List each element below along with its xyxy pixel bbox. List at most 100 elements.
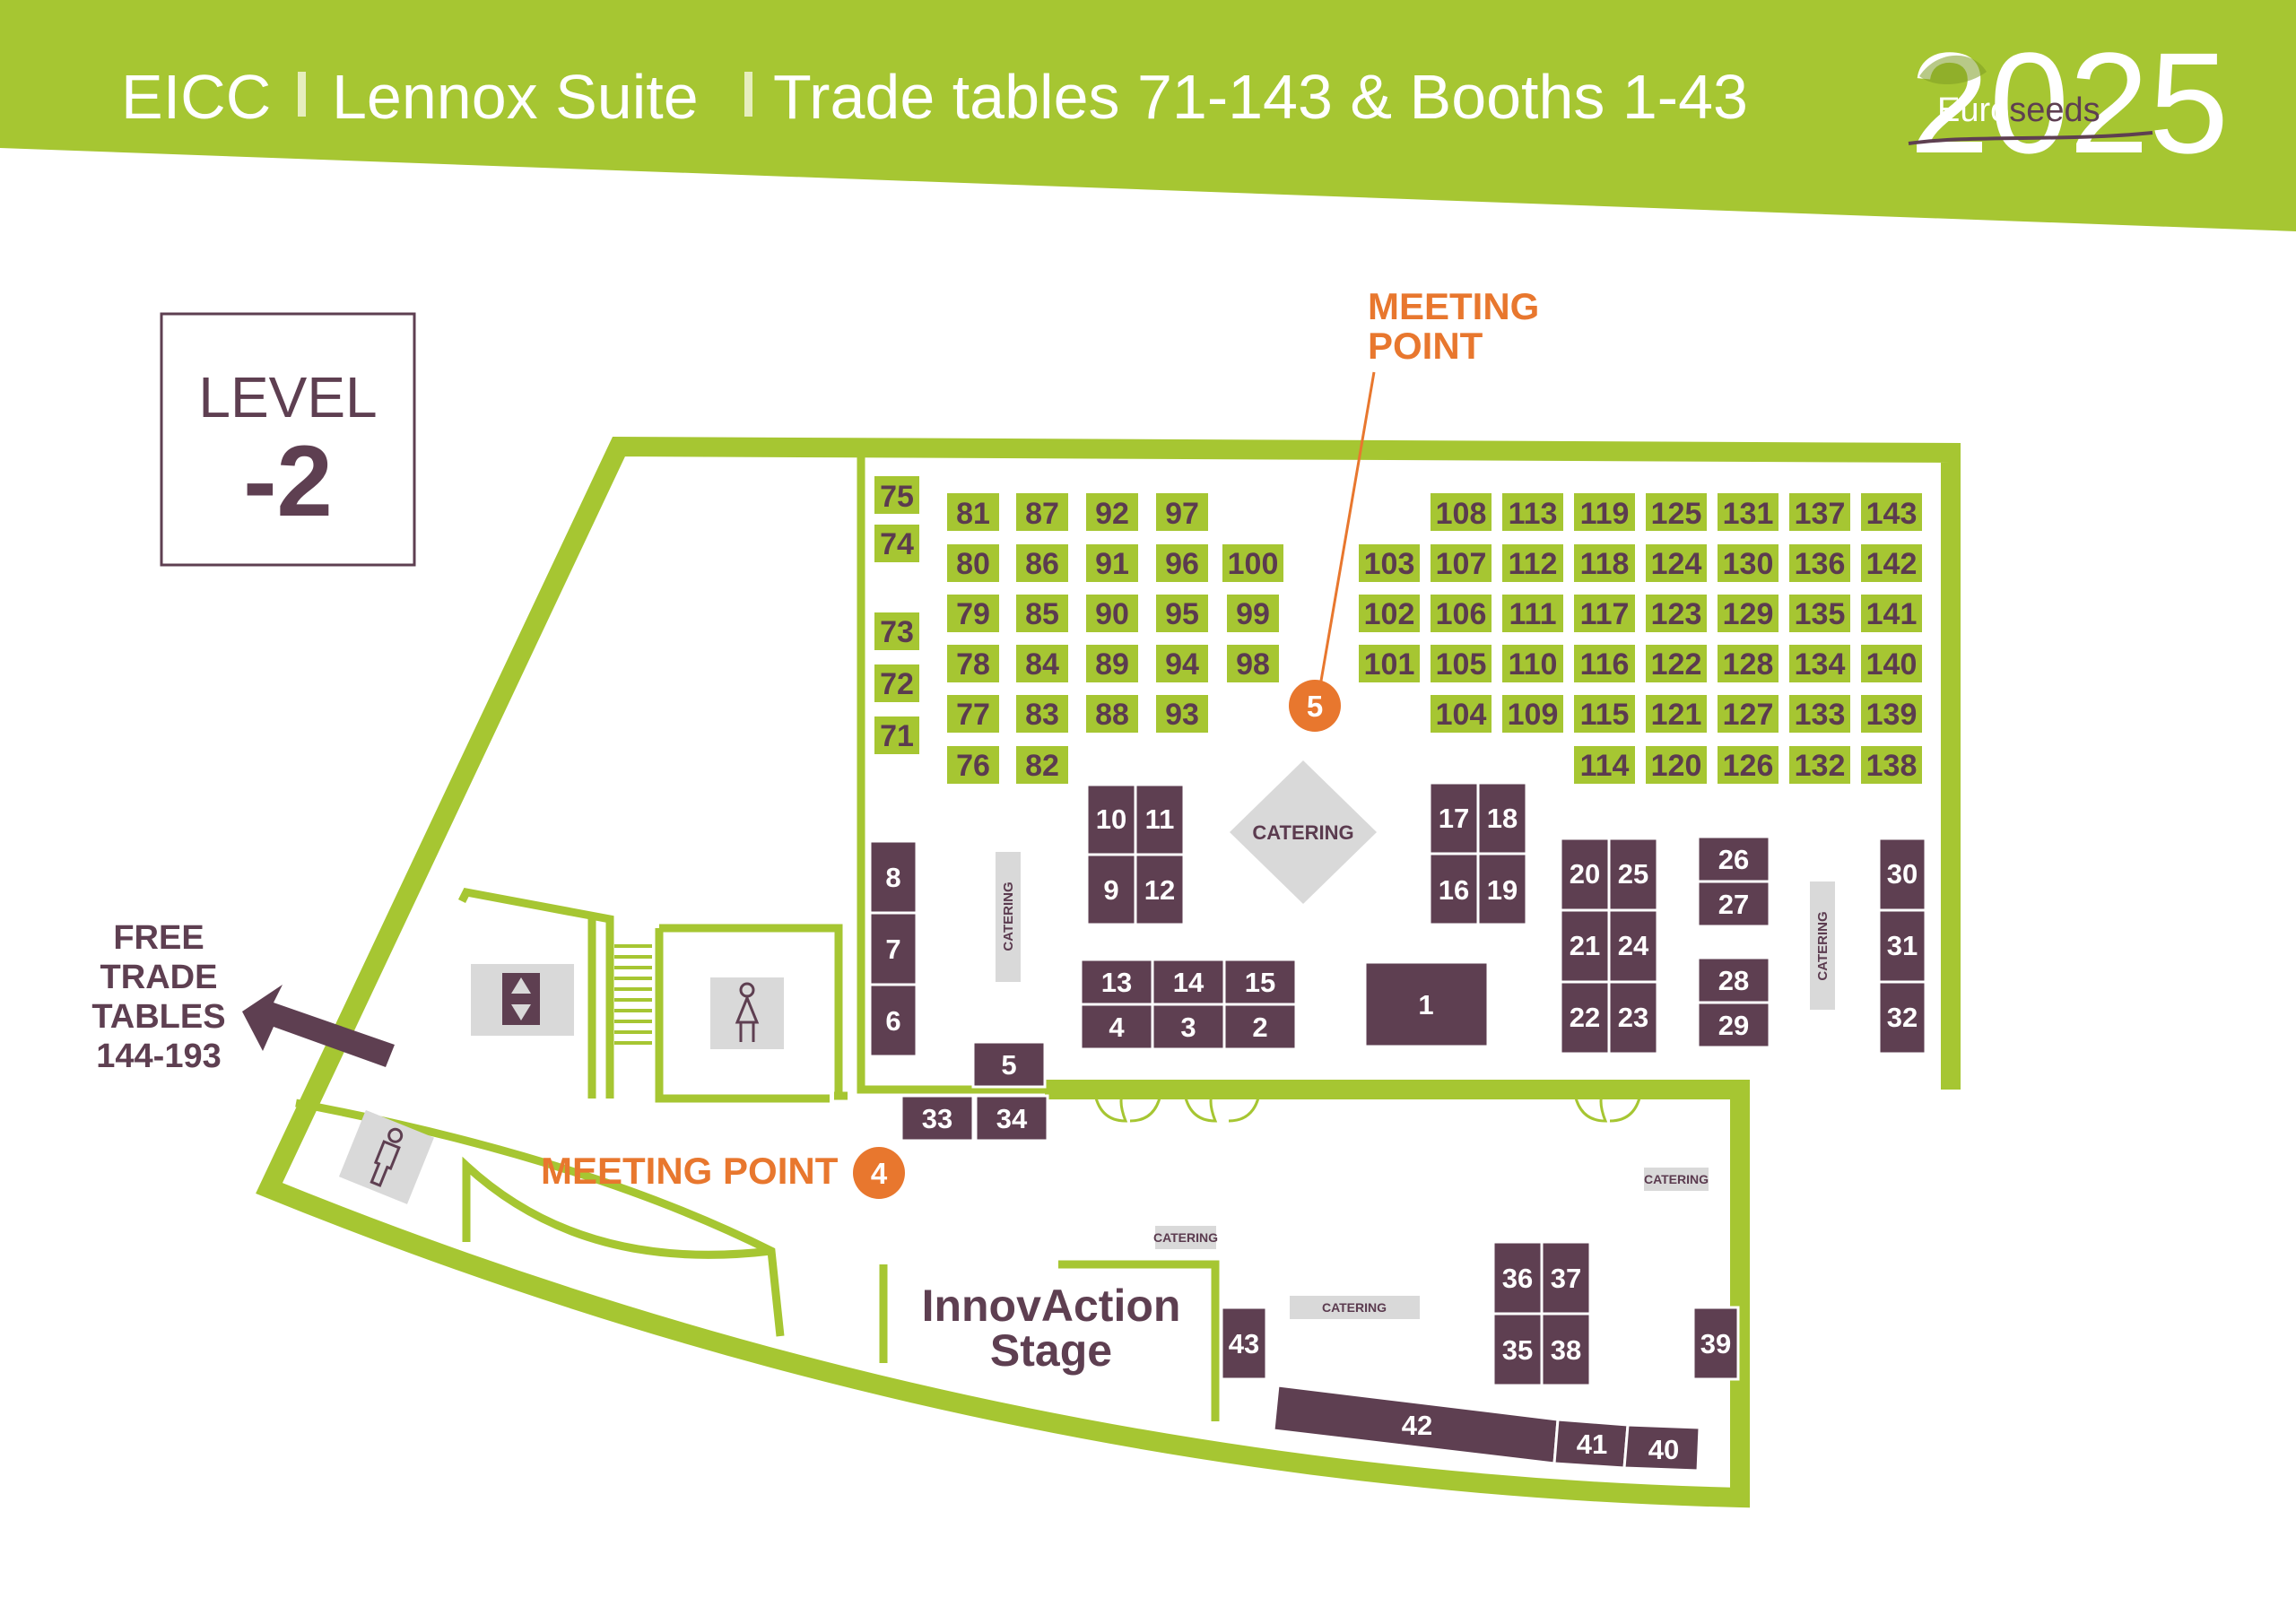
trade-table-123[interactable]: 123: [1646, 595, 1707, 632]
booth-8[interactable]: 8: [868, 839, 918, 915]
trade-table-117[interactable]: 117: [1574, 595, 1635, 632]
trade-table-128[interactable]: 128: [1718, 645, 1779, 682]
booth-36[interactable]: 36: [1492, 1240, 1544, 1316]
trade-table-136[interactable]: 136: [1789, 544, 1850, 582]
trade-table-78[interactable]: 78: [947, 645, 999, 682]
trade-table-73[interactable]: 73: [874, 612, 919, 650]
trade-table-75[interactable]: 75: [874, 476, 919, 514]
trade-table-120[interactable]: 120: [1646, 746, 1707, 784]
booth-11[interactable]: 11: [1134, 783, 1186, 856]
booth-33[interactable]: 33: [900, 1094, 975, 1142]
trade-table-109[interactable]: 109: [1502, 695, 1563, 733]
booth-16[interactable]: 16: [1428, 852, 1480, 926]
booth-35[interactable]: 35: [1492, 1312, 1544, 1387]
trade-table-88[interactable]: 88: [1086, 695, 1138, 733]
trade-table-83[interactable]: 83: [1016, 695, 1068, 733]
trade-table-79[interactable]: 79: [947, 595, 999, 632]
trade-table-102[interactable]: 102: [1359, 595, 1420, 632]
booth-6[interactable]: 6: [868, 983, 918, 1058]
booth-39[interactable]: 39: [1692, 1306, 1740, 1381]
trade-table-108[interactable]: 108: [1431, 493, 1492, 531]
booth-17[interactable]: 17: [1428, 781, 1480, 855]
trade-table-96[interactable]: 96: [1156, 544, 1208, 582]
trade-table-116[interactable]: 116: [1574, 645, 1635, 682]
trade-table-133[interactable]: 133: [1789, 695, 1850, 733]
booth-43[interactable]: 43: [1220, 1306, 1268, 1381]
trade-table-89[interactable]: 89: [1086, 645, 1138, 682]
booth-1[interactable]: 1: [1363, 960, 1490, 1048]
booth-27[interactable]: 27: [1696, 880, 1771, 928]
trade-table-141[interactable]: 141: [1861, 595, 1922, 632]
trade-table-115[interactable]: 115: [1574, 695, 1635, 733]
trade-table-101[interactable]: 101: [1359, 645, 1420, 682]
booth-18[interactable]: 18: [1476, 781, 1528, 855]
booth-29[interactable]: 29: [1696, 1001, 1771, 1049]
trade-table-129[interactable]: 129: [1718, 595, 1779, 632]
booth-42[interactable]: 42: [1272, 1384, 1560, 1465]
trade-table-110[interactable]: 110: [1502, 645, 1563, 682]
trade-table-113[interactable]: 113: [1502, 493, 1563, 531]
trade-table-92[interactable]: 92: [1086, 493, 1138, 531]
booth-24[interactable]: 24: [1607, 908, 1659, 984]
trade-table-137[interactable]: 137: [1789, 493, 1850, 531]
booth-19[interactable]: 19: [1476, 852, 1528, 926]
trade-table-125[interactable]: 125: [1646, 493, 1707, 531]
trade-table-118[interactable]: 118: [1574, 544, 1635, 582]
trade-table-132[interactable]: 132: [1789, 746, 1850, 784]
booth-21[interactable]: 21: [1559, 908, 1611, 984]
booth-5[interactable]: 5: [971, 1040, 1047, 1089]
trade-table-91[interactable]: 91: [1086, 544, 1138, 582]
booth-28[interactable]: 28: [1696, 956, 1771, 1004]
booth-37[interactable]: 37: [1540, 1240, 1592, 1316]
booth-10[interactable]: 10: [1085, 783, 1137, 856]
trade-table-94[interactable]: 94: [1156, 645, 1208, 682]
booth-25[interactable]: 25: [1607, 837, 1659, 912]
trade-table-135[interactable]: 135: [1789, 595, 1850, 632]
trade-table-105[interactable]: 105: [1431, 645, 1492, 682]
trade-table-87[interactable]: 87: [1016, 493, 1068, 531]
trade-table-86[interactable]: 86: [1016, 544, 1068, 582]
booth-22[interactable]: 22: [1559, 980, 1611, 1055]
booth-12[interactable]: 12: [1134, 853, 1186, 926]
trade-table-127[interactable]: 127: [1718, 695, 1779, 733]
trade-table-81[interactable]: 81: [947, 493, 999, 531]
booth-40[interactable]: 40: [1622, 1423, 1701, 1472]
trade-table-138[interactable]: 138: [1861, 746, 1922, 784]
booth-13[interactable]: 13: [1079, 958, 1154, 1006]
trade-table-139[interactable]: 139: [1861, 695, 1922, 733]
booth-34[interactable]: 34: [974, 1094, 1049, 1142]
trade-table-112[interactable]: 112: [1502, 544, 1563, 582]
trade-table-130[interactable]: 130: [1718, 544, 1779, 582]
trade-table-84[interactable]: 84: [1016, 645, 1068, 682]
trade-table-131[interactable]: 131: [1718, 493, 1779, 531]
trade-table-114[interactable]: 114: [1574, 746, 1635, 784]
booth-3[interactable]: 3: [1151, 1003, 1226, 1051]
trade-table-104[interactable]: 104: [1431, 695, 1492, 733]
trade-table-107[interactable]: 107: [1431, 544, 1492, 582]
booth-38[interactable]: 38: [1540, 1312, 1592, 1387]
trade-table-126[interactable]: 126: [1718, 746, 1779, 784]
booth-30[interactable]: 30: [1877, 837, 1927, 912]
booth-32[interactable]: 32: [1877, 980, 1927, 1055]
trade-table-122[interactable]: 122: [1646, 645, 1707, 682]
booth-7[interactable]: 7: [868, 911, 918, 986]
trade-table-124[interactable]: 124: [1646, 544, 1707, 582]
booth-2[interactable]: 2: [1222, 1003, 1298, 1051]
trade-table-74[interactable]: 74: [874, 525, 919, 562]
trade-table-95[interactable]: 95: [1156, 595, 1208, 632]
trade-table-134[interactable]: 134: [1789, 645, 1850, 682]
trade-table-106[interactable]: 106: [1431, 595, 1492, 632]
trade-table-142[interactable]: 142: [1861, 544, 1922, 582]
trade-table-143[interactable]: 143: [1861, 493, 1922, 531]
trade-table-72[interactable]: 72: [874, 664, 919, 702]
trade-table-71[interactable]: 71: [874, 716, 919, 754]
trade-table-77[interactable]: 77: [947, 695, 999, 733]
booth-14[interactable]: 14: [1151, 958, 1226, 1006]
trade-table-80[interactable]: 80: [947, 544, 999, 582]
booth-26[interactable]: 26: [1696, 835, 1771, 883]
booth-23[interactable]: 23: [1607, 980, 1659, 1055]
trade-table-103[interactable]: 103: [1359, 544, 1420, 582]
booth-9[interactable]: 9: [1085, 853, 1137, 926]
trade-table-82[interactable]: 82: [1016, 746, 1068, 784]
trade-table-98[interactable]: 98: [1227, 645, 1279, 682]
